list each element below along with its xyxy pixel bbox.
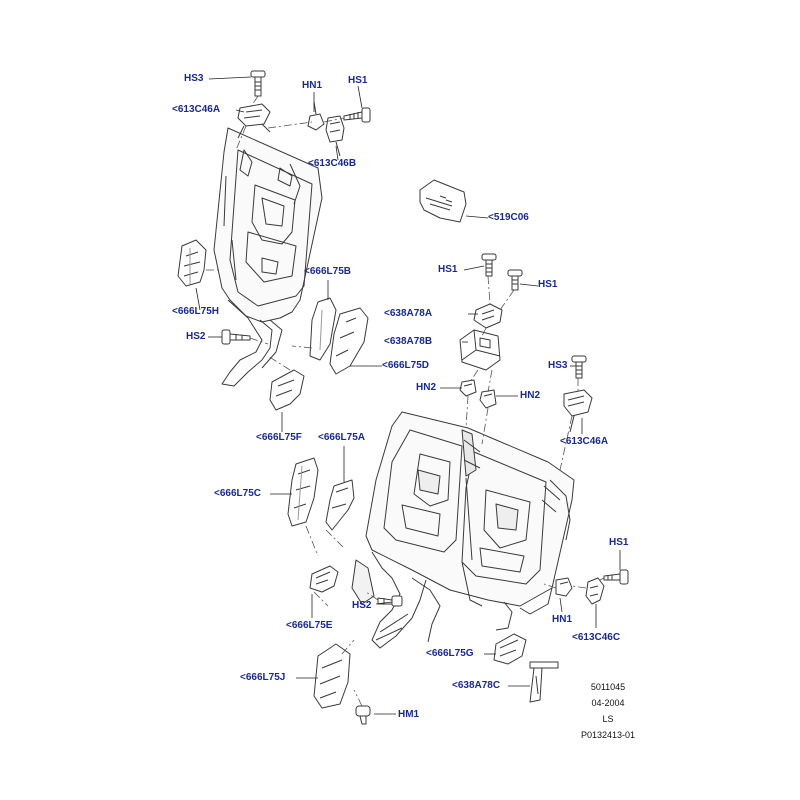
callout-hs2-bottom[interactable]: HS2 xyxy=(352,600,372,611)
callout-hs2-left[interactable]: HS2 xyxy=(186,331,206,342)
trim-666l75h xyxy=(177,239,207,287)
trim-666l75c xyxy=(287,457,319,527)
hinge-bracket-613c46b xyxy=(325,115,345,157)
bolt-hs1-mid-b xyxy=(507,269,523,291)
nut-hn1-right xyxy=(555,577,573,597)
reference-code: LS xyxy=(602,714,614,724)
trim-666l75b xyxy=(309,297,337,361)
callout-613c46a-right[interactable]: <613C46A xyxy=(560,436,609,447)
callout-638a78b[interactable]: <638A78B xyxy=(384,336,433,347)
nut-hn2-a xyxy=(459,379,477,397)
fastener-hm1 xyxy=(355,705,371,725)
illustration-id: P0132413-01 xyxy=(580,730,636,740)
hinge-bracket-613c46c xyxy=(585,577,605,605)
callout-666l75e[interactable]: <666L75E xyxy=(286,620,333,631)
callout-666l75b[interactable]: <666L75B xyxy=(304,266,351,277)
trim-666l75d xyxy=(329,307,369,375)
callout-666l75j[interactable]: <666L75J xyxy=(240,672,286,683)
bolt-hs3-top xyxy=(250,70,266,97)
callout-hn1-right[interactable]: HN1 xyxy=(552,614,573,625)
upper-seat-back-frame xyxy=(213,127,323,387)
callout-666l75c[interactable]: <666L75C xyxy=(214,488,261,499)
alignment-lines xyxy=(206,95,605,707)
callout-666l75g[interactable]: <666L75G xyxy=(426,648,474,659)
callout-hm1[interactable]: HM1 xyxy=(398,709,420,720)
callout-638a78a[interactable]: <638A78A xyxy=(384,308,433,319)
cover-519c06 xyxy=(419,179,467,223)
nut-hn1-top xyxy=(307,101,325,131)
callout-519c06[interactable]: <519C06 xyxy=(488,212,529,223)
callout-613c46a-top[interactable]: <613C46A xyxy=(172,104,221,115)
callout-hs1-mid-b[interactable]: HS1 xyxy=(538,279,558,290)
reference-number: 5011045 xyxy=(590,682,626,692)
callout-666l75a[interactable]: <666L75A xyxy=(318,432,365,443)
bolt-hs1-right xyxy=(603,569,629,585)
bolt-hs2-left xyxy=(221,329,251,345)
callout-666l75h[interactable]: <666L75H xyxy=(172,306,219,317)
callout-hs1-mid-a[interactable]: HS1 xyxy=(438,264,458,275)
callout-638a78c[interactable]: <638A78C xyxy=(452,680,501,691)
nut-hn2-b xyxy=(479,389,497,409)
bolt-hs1-mid-a xyxy=(481,253,497,277)
callout-hs3-top[interactable]: HS3 xyxy=(184,73,204,84)
trim-666l75e xyxy=(309,565,339,593)
callout-666l75d[interactable]: <666L75D xyxy=(382,360,429,371)
bolt-hs2-bottom xyxy=(377,595,403,607)
callout-hs1-top[interactable]: HS1 xyxy=(348,75,368,86)
bolt-hs3-right xyxy=(571,355,587,379)
lower-seat-back-frame xyxy=(351,411,575,649)
callout-hn1-top[interactable]: HN1 xyxy=(302,80,323,91)
release-strap-638a78c xyxy=(529,661,559,703)
callout-666l75f[interactable]: <666L75F xyxy=(256,432,302,443)
leader-lines xyxy=(195,76,621,715)
trim-666l75a xyxy=(325,479,355,531)
reference-date: 04-2004 xyxy=(591,698,625,708)
callout-hn2-a[interactable]: HN2 xyxy=(416,382,437,393)
bracket-housing-638a78b xyxy=(459,329,501,371)
trim-666l75f xyxy=(269,369,305,411)
callout-hs1-right[interactable]: HS1 xyxy=(609,537,629,548)
bolt-hs1-top xyxy=(343,107,371,123)
callout-613c46b[interactable]: <613C46B xyxy=(308,158,357,169)
top-hinge-bracket-613c46a xyxy=(237,103,271,139)
callout-hs3-right[interactable]: HS3 xyxy=(548,360,568,371)
callout-613c46c[interactable]: <613C46C xyxy=(572,632,621,643)
hinge-bracket-613c46a-right xyxy=(563,389,593,433)
guide-bracket-638a78a xyxy=(473,303,503,329)
trim-666l75g xyxy=(493,633,527,665)
callout-hn2-b[interactable]: HN2 xyxy=(520,390,541,401)
trim-666l75j xyxy=(313,643,351,709)
